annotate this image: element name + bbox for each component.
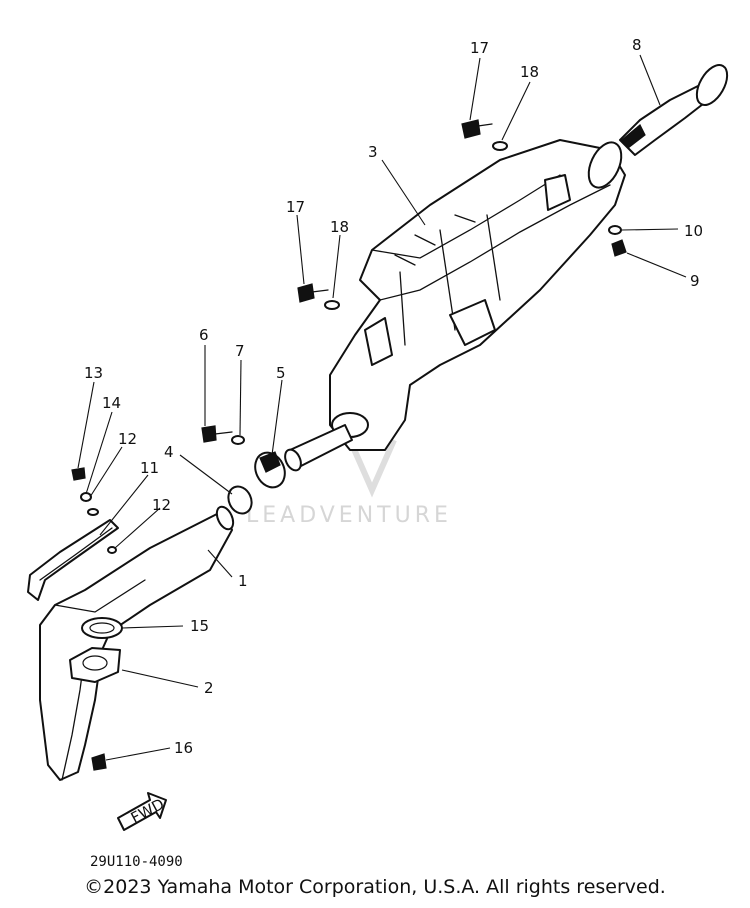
watermark: LEADVENTURE (246, 438, 452, 528)
muffler-inlet (284, 424, 353, 472)
callout-5: 5 (276, 364, 286, 382)
callout-4: 4 (164, 443, 174, 461)
gasket-15 (81, 617, 123, 639)
callout-2: 2 (204, 679, 214, 697)
callout-16: 16 (174, 739, 193, 757)
clamp (254, 451, 286, 489)
callout-3: 3 (368, 143, 378, 161)
callout-8: 8 (632, 36, 642, 54)
watermark-text: LEADVENTURE (246, 503, 452, 528)
fwd-label: FWD (128, 795, 167, 827)
callout-18-lower: 18 (330, 218, 349, 236)
callout-14: 14 (102, 394, 121, 412)
callout-12-upper: 12 (118, 430, 137, 448)
exhaust-pipe (39, 505, 235, 781)
copyright-notice: ©2023 Yamaha Motor Corporation, U.S.A. A… (84, 876, 666, 898)
diagram-code: 29U110-4090 (90, 854, 183, 870)
callout-7: 7 (235, 342, 245, 360)
callout-15: 15 (190, 617, 209, 635)
fwd-arrow-icon: FWD (117, 792, 167, 831)
fasteners (71, 119, 627, 771)
callout-11: 11 (140, 459, 159, 477)
callout-6: 6 (199, 326, 209, 344)
gasket-4 (227, 485, 253, 515)
muffler (329, 139, 626, 451)
callout-17-lower: 17 (286, 198, 305, 216)
callout-13: 13 (84, 364, 103, 382)
callout-9: 9 (690, 272, 700, 290)
callout-1: 1 (238, 572, 248, 590)
callout-17-upper: 17 (470, 39, 489, 57)
callout-18-upper: 18 (520, 63, 539, 81)
leader-lines (77, 54, 687, 761)
callout-12-lower: 12 (152, 496, 171, 514)
heat-protector (27, 519, 119, 601)
tail-pipe (619, 64, 729, 156)
callout-10: 10 (684, 222, 703, 240)
exhaust-flange (69, 647, 121, 683)
